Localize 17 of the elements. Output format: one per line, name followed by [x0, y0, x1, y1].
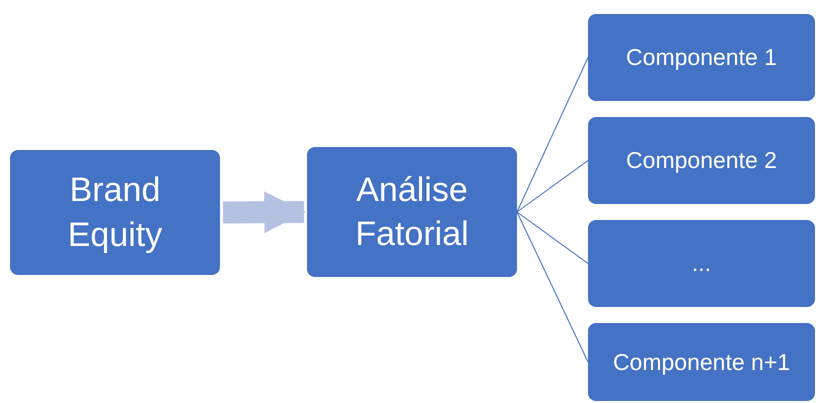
- process-box: [588, 117, 815, 204]
- box-label: Componente 2: [626, 146, 777, 175]
- box-label: ...: [692, 249, 712, 278]
- box-label: Brand Equity: [66, 170, 164, 256]
- process-box: [588, 220, 815, 307]
- connector-line: [516, 160, 588, 212]
- connector-line: [516, 212, 588, 264]
- process-box: [588, 14, 815, 101]
- box-label: Componente n+1: [612, 348, 790, 376]
- block-arrow: [222, 191, 306, 234]
- process-box: [10, 150, 220, 275]
- box-label: Análise Fatorial: [354, 170, 470, 255]
- process-box: [307, 147, 517, 277]
- process-box: [588, 323, 815, 401]
- box-label: Componente 1: [626, 43, 777, 72]
- connector-line: [516, 212, 588, 362]
- connector-line: [516, 57, 588, 212]
